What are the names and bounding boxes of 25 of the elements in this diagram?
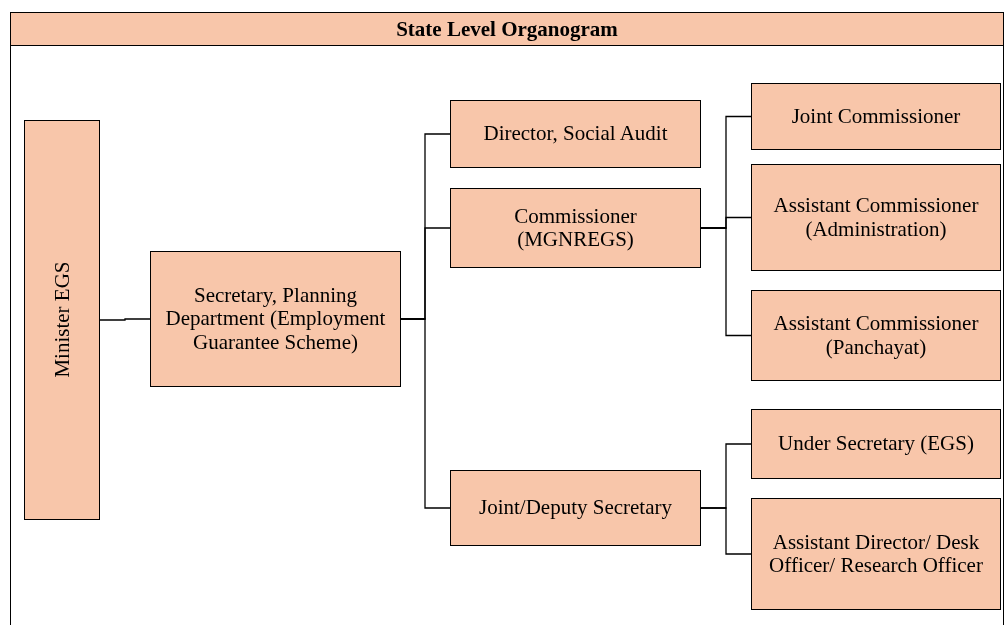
- box-label: Assistant Director/ Desk Officer/ Research Officer: [768, 530, 984, 578]
- org-box: [751, 290, 1001, 381]
- org-box: [24, 120, 100, 520]
- box-label: Minister EGS: [50, 260, 74, 381]
- title: State Level Organogram: [396, 16, 618, 42]
- org-box: [751, 83, 1001, 150]
- box-label: Under Secretary (EGS): [777, 432, 975, 456]
- box-label: Commissioner (MGNREGS): [513, 204, 638, 252]
- box-label: Assistant Commissioner (Panchayat): [772, 312, 980, 359]
- org-box: [751, 409, 1001, 479]
- org-box: [450, 470, 701, 546]
- connector-line: [400, 318, 451, 509]
- org-box: [751, 164, 1001, 271]
- org-box: [150, 251, 401, 387]
- box-label: Joint Commissioner: [790, 104, 962, 129]
- box-label: Assistant Commissioner (Administration): [772, 194, 980, 241]
- connector-line: [99, 318, 151, 321]
- box-label: Secretary, Planning Department (Employment Guarantee Scheme): [164, 284, 387, 354]
- box-label: Joint/Deputy Secretary: [478, 496, 673, 520]
- org-box: [751, 498, 1001, 610]
- box-label: Director, Social Audit: [482, 122, 669, 146]
- org-box: [450, 100, 701, 168]
- connector-line: [700, 507, 752, 555]
- org-box: [450, 188, 701, 268]
- connector-line: [700, 227, 752, 337]
